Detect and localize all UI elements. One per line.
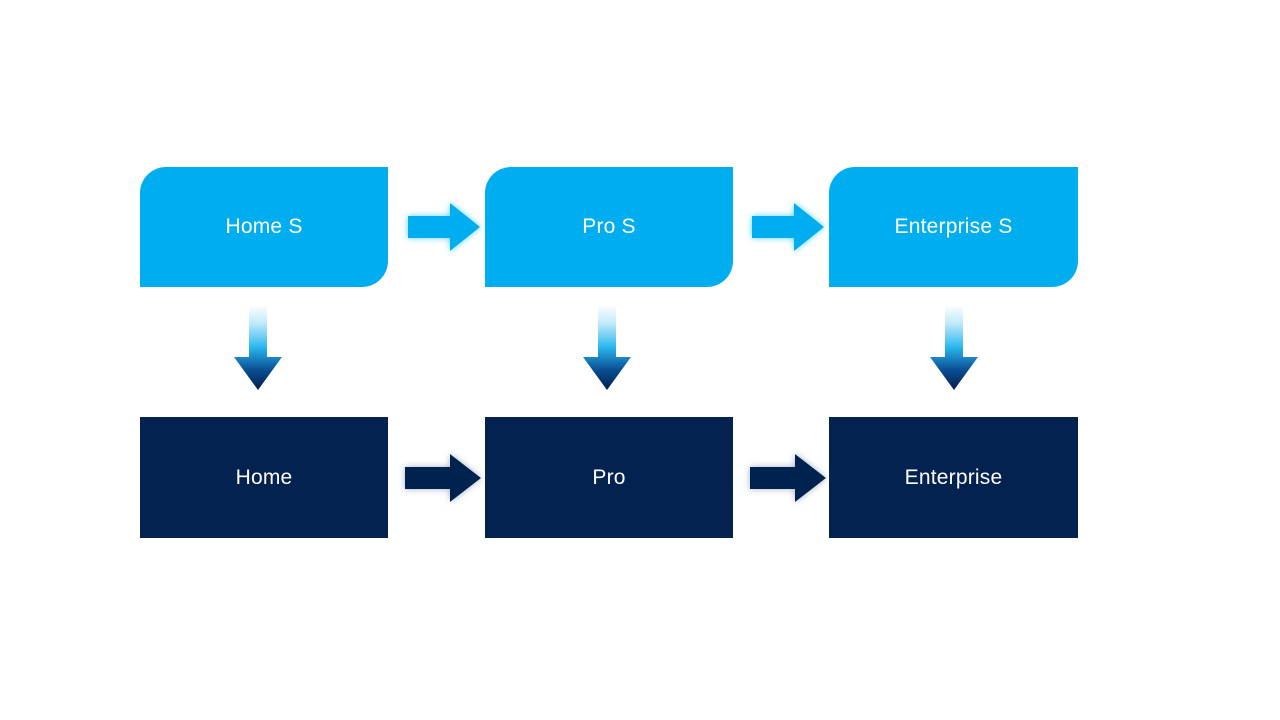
arrow-right-pro-to-enterprise-icon: [750, 452, 826, 504]
node-home-s-label: Home S: [225, 215, 303, 239]
node-home-s[interactable]: Home S: [140, 167, 388, 287]
node-pro-label: Pro: [592, 465, 626, 489]
arrow-right-home-to-pro-icon: [405, 452, 481, 504]
node-home[interactable]: Home: [140, 417, 388, 538]
node-enterprise-s[interactable]: Enterprise S: [829, 167, 1078, 287]
node-pro-s[interactable]: Pro S: [485, 167, 733, 287]
node-pro[interactable]: Pro: [485, 417, 733, 538]
node-enterprise[interactable]: Enterprise: [829, 417, 1078, 538]
arrow-down-enterprise-s-to-enterprise-icon: [928, 305, 980, 390]
node-pro-s-label: Pro S: [582, 215, 636, 239]
node-home-label: Home: [235, 465, 293, 489]
arrow-down-home-s-to-home-icon: [232, 305, 284, 390]
arrow-right-home-s-to-pro-s-icon: [408, 200, 480, 254]
node-enterprise-s-label: Enterprise S: [894, 215, 1013, 239]
node-enterprise-label: Enterprise: [904, 465, 1003, 489]
arrow-down-pro-s-to-pro-icon: [581, 305, 633, 390]
arrow-right-pro-s-to-enterprise-s-icon: [752, 200, 824, 254]
